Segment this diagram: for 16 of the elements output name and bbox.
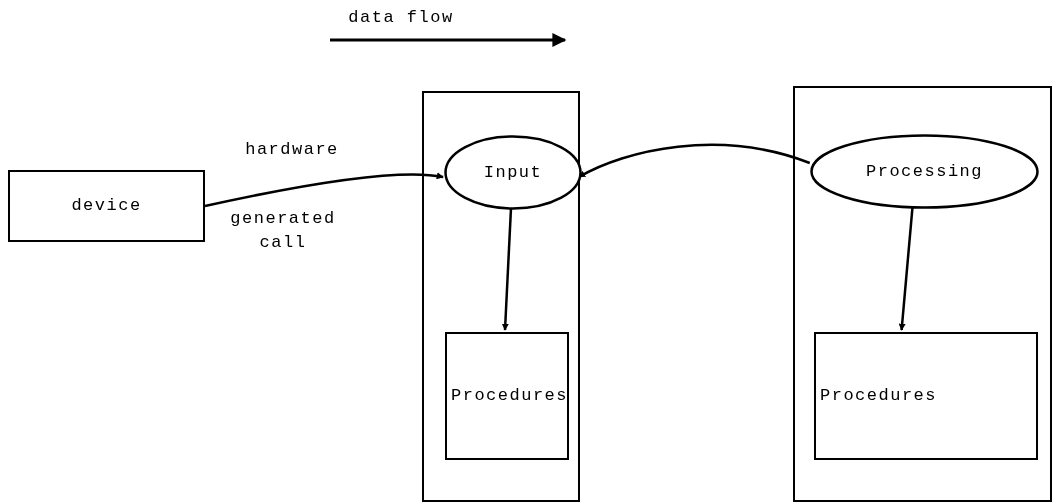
node-label: Procedures — [451, 385, 569, 408]
text-label: data flow — [347, 7, 455, 29]
arrow — [204, 172, 444, 208]
node-label: Input — [483, 161, 543, 184]
node-label: Processing — [866, 160, 983, 183]
module-box — [422, 91, 580, 502]
module-box — [793, 86, 1052, 502]
processing-ellipse — [810, 134, 1039, 209]
input-ellipse — [444, 135, 582, 210]
text-label: generated call — [229, 208, 337, 254]
text-label: hardware — [244, 139, 340, 161]
device-box — [8, 170, 205, 242]
node-label: Procedures — [820, 385, 938, 408]
procedures-box — [445, 332, 569, 460]
procedures-box — [814, 332, 1038, 460]
node-label: device — [71, 195, 142, 218]
